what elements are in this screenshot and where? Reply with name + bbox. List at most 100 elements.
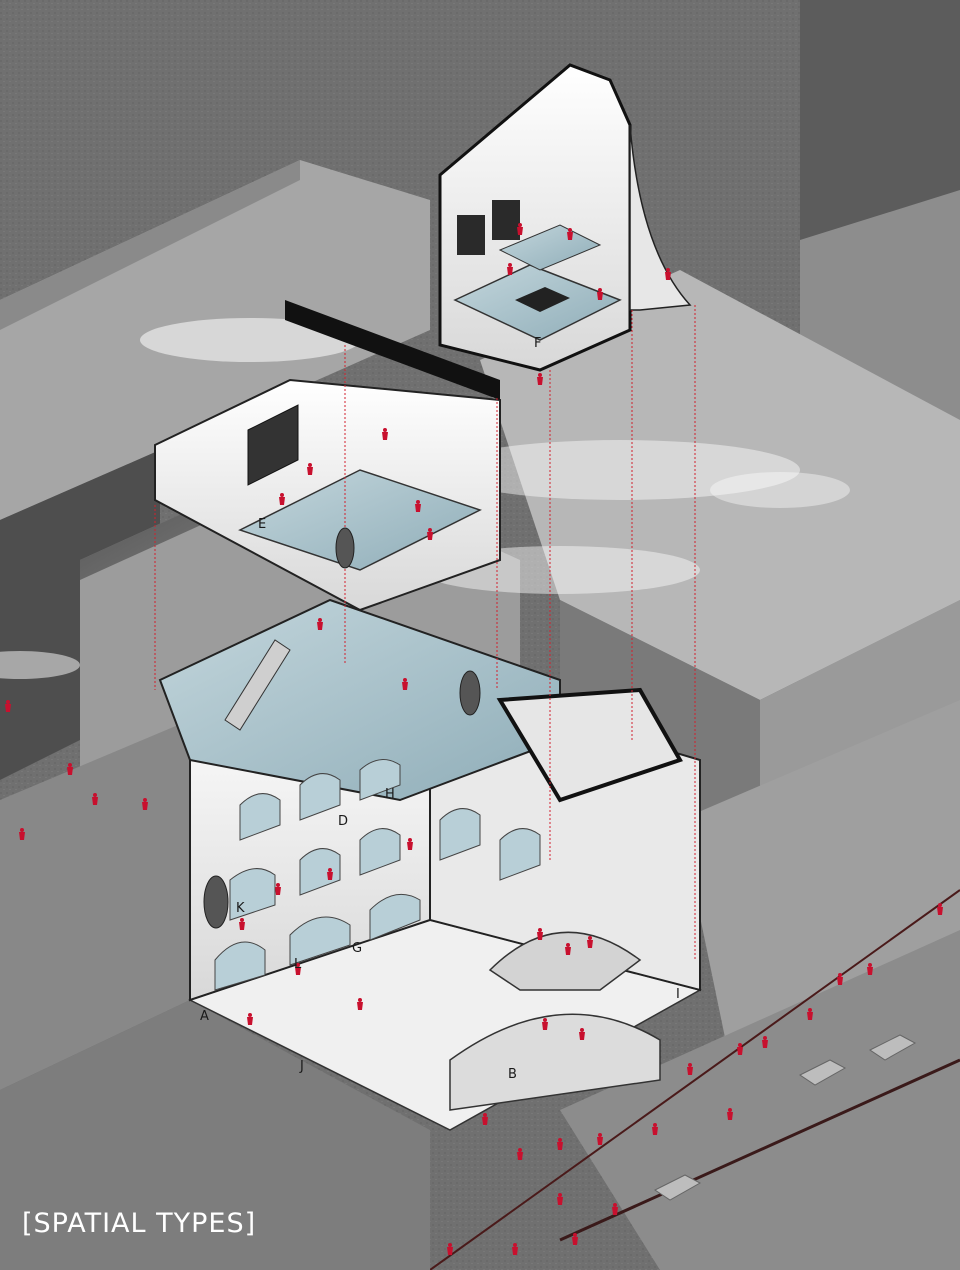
person-icon: [687, 1063, 693, 1075]
dome: [488, 931, 642, 991]
street-block-lower: [560, 930, 960, 1270]
person-icon: [307, 463, 313, 475]
zone-label-g: G: [352, 941, 362, 956]
lantern-icon: [203, 875, 229, 929]
person-icon: [557, 1193, 563, 1205]
person-icon: [382, 428, 388, 440]
person-icon: [427, 528, 433, 540]
artwork-frame-f1: [457, 215, 485, 255]
cloud-1: [140, 318, 360, 362]
arch-j3: [369, 893, 421, 941]
person-icon: [279, 493, 285, 505]
block-right-top: [480, 270, 960, 700]
zone-label-h: H: [385, 787, 395, 802]
arch-l1: [229, 868, 276, 921]
arch-j1: [214, 941, 266, 991]
person-icon: [517, 223, 523, 235]
person-icon: [597, 1133, 603, 1145]
zone-label-d: D: [338, 814, 348, 829]
person-icon: [239, 918, 245, 930]
drawing-caption: [SPATIAL TYPES]: [22, 1208, 257, 1239]
arch-d1: [239, 793, 281, 841]
arch-d2: [299, 773, 341, 821]
person-icon: [415, 500, 421, 512]
middle-roof-edge: [285, 300, 500, 400]
person-icon: [507, 263, 513, 275]
person-icon: [247, 1013, 253, 1025]
zone-label-f: F: [534, 336, 541, 351]
upper-void: [515, 287, 570, 312]
zone-label-b: B: [508, 1067, 517, 1082]
person-icon: [937, 903, 943, 915]
person-icon: [612, 1203, 618, 1215]
person-icon: [537, 373, 543, 385]
person-icon: [837, 973, 843, 985]
person-icon: [652, 1123, 658, 1135]
right-volume-top: [496, 687, 683, 803]
person-icon: [142, 798, 148, 810]
ground-bottom-left: [0, 1000, 430, 1270]
courtyard-b: [449, 1013, 661, 1111]
lantern-icon: [459, 670, 481, 716]
person-icon: [565, 943, 571, 955]
zone-label-l: L: [294, 957, 302, 972]
person-icon: [572, 1233, 578, 1245]
middle-volume: [154, 300, 501, 612]
person-icon: [542, 1018, 548, 1030]
person-icon: [92, 793, 98, 805]
car-icon: [869, 1034, 917, 1061]
person-icon: [727, 1108, 733, 1120]
upper-mezzanine: [498, 224, 602, 271]
arch-j2: [289, 916, 351, 966]
cloud-5: [710, 472, 850, 508]
person-icon: [587, 936, 593, 948]
person-icon: [317, 618, 323, 630]
person-icon: [537, 928, 543, 940]
person-icon: [512, 1243, 518, 1255]
zone-label-j: J: [299, 1059, 304, 1074]
zone-label-a: A: [200, 1009, 209, 1024]
person-icon: [19, 828, 25, 840]
person-icon: [762, 1036, 768, 1048]
arch-l2: [299, 848, 341, 896]
stair-top: [224, 639, 291, 731]
street-edge-line: [429, 889, 960, 1270]
arch-l3: [359, 828, 401, 876]
cloud-4: [0, 651, 80, 679]
car-icon: [799, 1059, 847, 1086]
block-left-edge: [0, 160, 300, 330]
lantern-icon: [335, 527, 355, 569]
car-icon: [654, 1174, 702, 1201]
upper-volume: [438, 63, 692, 372]
person-icon: [275, 883, 281, 895]
person-icon: [482, 1113, 488, 1125]
person-icon: [557, 1138, 563, 1150]
ground-left: [0, 720, 190, 1090]
person-icon: [402, 678, 408, 690]
street-curb-line: [559, 1058, 960, 1242]
person-icon: [327, 868, 333, 880]
artwork-frame-f2: [492, 200, 520, 240]
people-group: [5, 223, 943, 1255]
upper-flare-wall: [629, 124, 692, 311]
person-icon: [5, 700, 11, 712]
person-icon: [567, 228, 573, 240]
arch-g1: [439, 808, 481, 861]
person-icon: [597, 288, 603, 300]
person-icon: [737, 1043, 743, 1055]
zone-label-k: K: [236, 901, 245, 916]
person-icon: [807, 1008, 813, 1020]
person-icon: [665, 268, 671, 280]
person-icon: [579, 1028, 585, 1040]
person-icon: [447, 1243, 453, 1255]
cloud-2: [440, 440, 800, 500]
main-building: [158, 598, 702, 1131]
person-icon: [517, 1148, 523, 1160]
middle-floor: [238, 469, 482, 571]
person-icon: [67, 763, 73, 775]
person-icon: [407, 838, 413, 850]
person-icon: [357, 998, 363, 1010]
person-icon: [295, 963, 301, 975]
